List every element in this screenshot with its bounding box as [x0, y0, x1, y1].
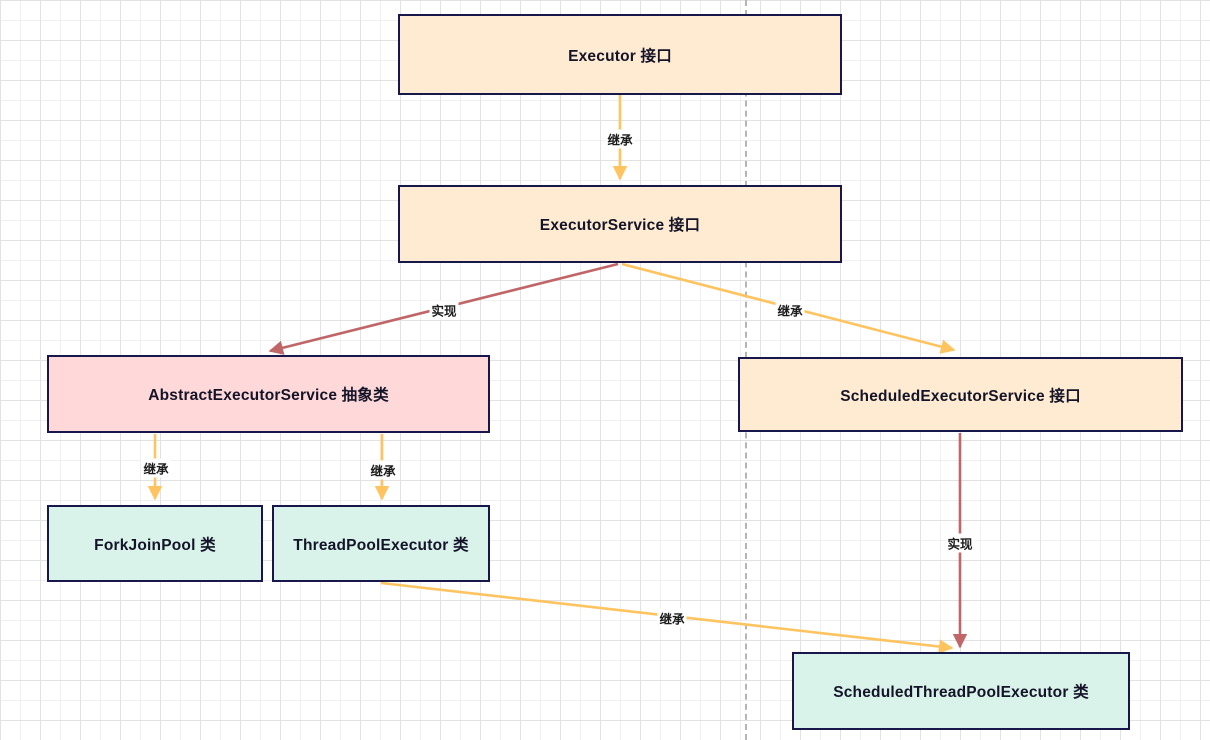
node-scheduled-thread-pool-executor[interactable]: ScheduledThreadPoolExecutor 类 — [792, 652, 1130, 730]
node-thread-pool-executor[interactable]: ThreadPoolExecutor 类 — [272, 505, 490, 582]
edge-label-implement-2[interactable]: 实现 — [945, 533, 975, 553]
node-scheduled-executor-service[interactable]: ScheduledExecutorService 接口 — [738, 357, 1183, 432]
edge-label-inherit-4[interactable]: 继承 — [368, 460, 398, 480]
edge-label-inherit-1[interactable]: 继承 — [605, 129, 635, 149]
edge-label-inherit-3[interactable]: 继承 — [141, 458, 171, 478]
node-executor-service[interactable]: ExecutorService 接口 — [398, 185, 842, 263]
node-abstract-executor-service[interactable]: AbstractExecutorService 抽象类 — [47, 355, 490, 433]
node-executor[interactable]: Executor 接口 — [398, 14, 842, 95]
node-fork-join-pool[interactable]: ForkJoinPool 类 — [47, 505, 263, 582]
edge-label-implement-1[interactable]: 实现 — [429, 300, 459, 320]
edge-label-inherit-5[interactable]: 继承 — [657, 608, 687, 628]
edge-label-inherit-2[interactable]: 继承 — [775, 300, 805, 320]
